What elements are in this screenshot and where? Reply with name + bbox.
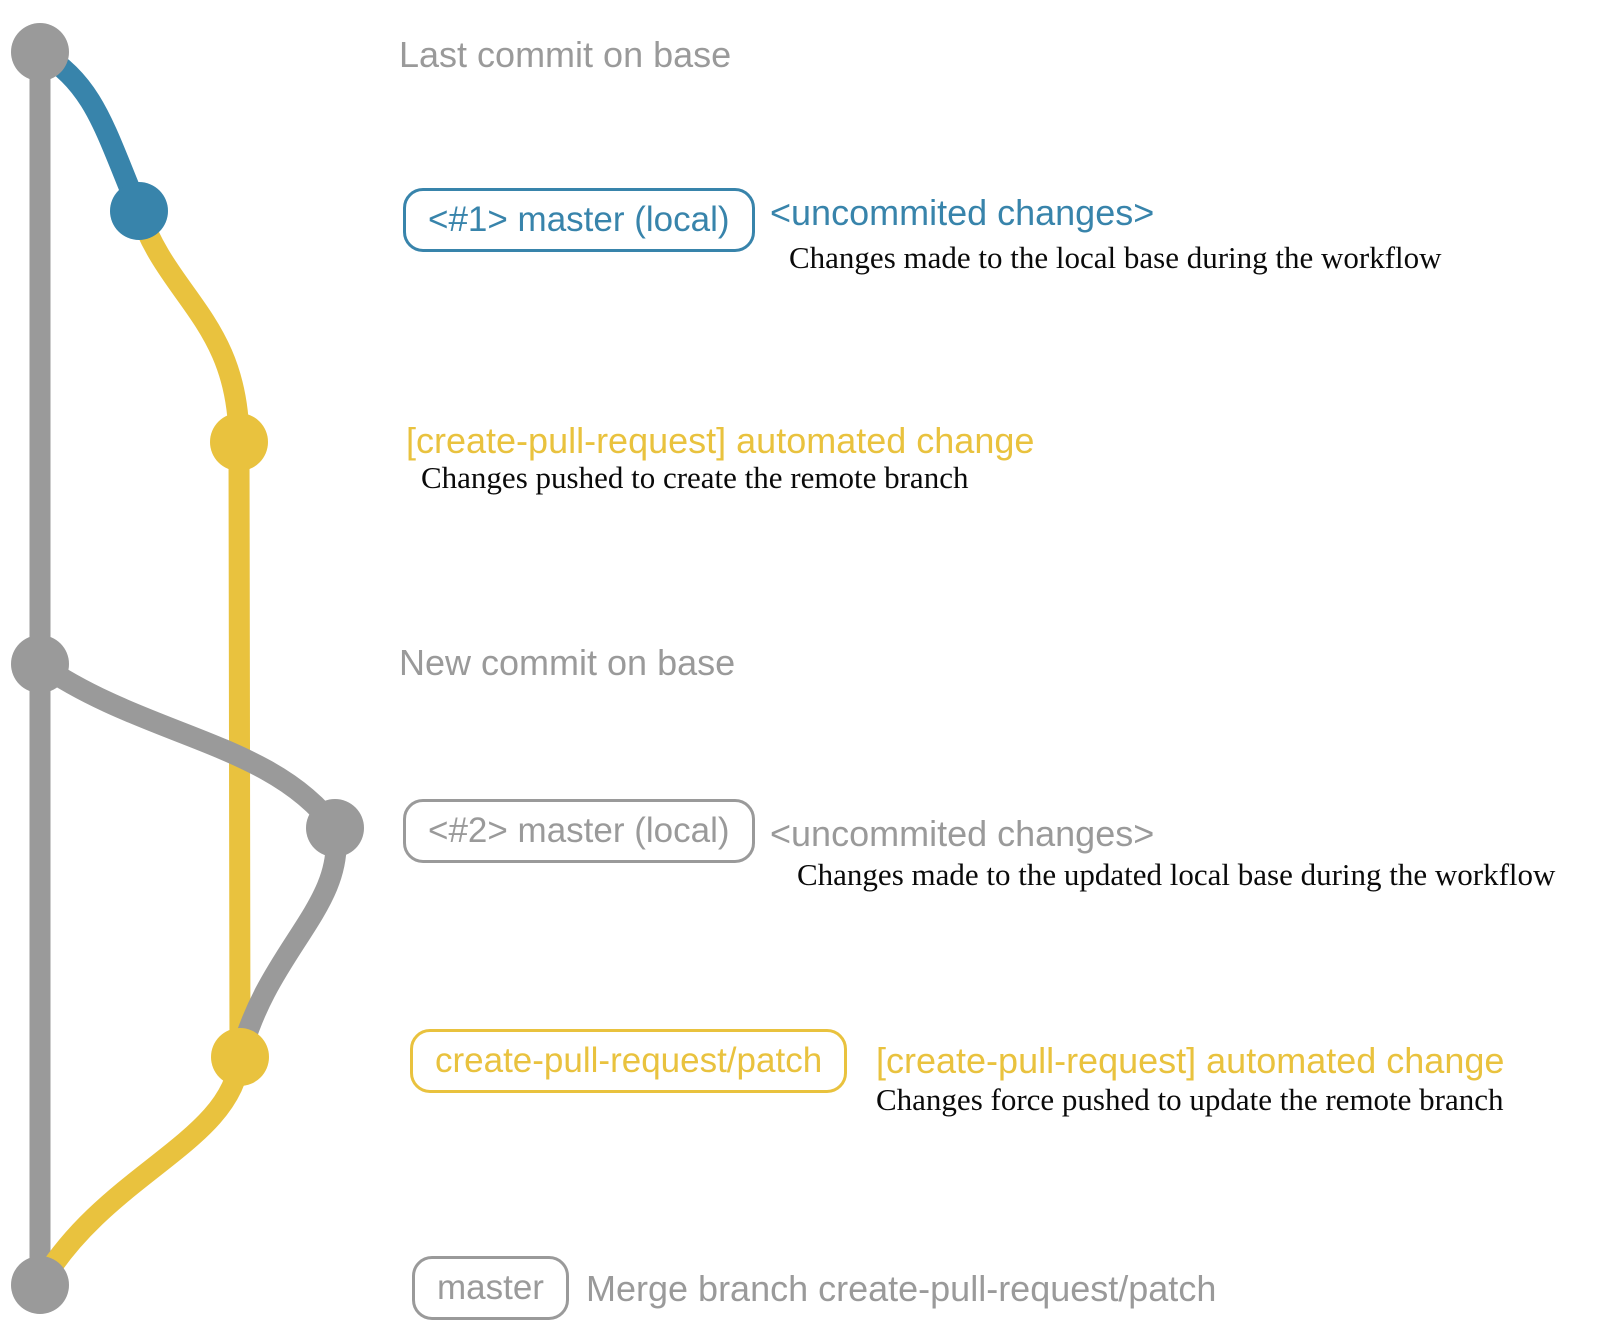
local-changes-2-caption: Changes made to the updated local base d… <box>797 857 1556 892</box>
create-pull-request-patch-branch-badge: create-pull-request/patch <box>410 1029 848 1093</box>
local-1-to-remote-1 <box>128 200 250 453</box>
new-commit-on-base-label: New commit on base <box>399 642 736 683</box>
remote-2-to-merge <box>31 1046 251 1293</box>
automated-change-2-label: [create-pull-request] automated change <box>876 1040 1505 1081</box>
push-create-remote-caption: Changes pushed to create the remote bran… <box>421 460 969 495</box>
master-local-2-branch-badge: <#2> master (local) <box>403 799 755 863</box>
local-master-2-node <box>306 799 364 857</box>
last-commit-on-base-label: Last commit on base <box>399 34 732 75</box>
remote-branch-2-node <box>211 1028 269 1086</box>
uncommited-changes-2-label: <uncommited changes> <box>770 813 1155 854</box>
local-master-1-node <box>110 182 168 240</box>
force-push-remote-caption: Changes force pushed to update the remot… <box>876 1082 1504 1117</box>
last-commit-on-base-node <box>11 23 69 81</box>
uncommited-changes-1-label: <uncommited changes> <box>770 192 1155 233</box>
master-branch-badge: master <box>412 1256 569 1320</box>
new-commit-on-base-node <box>11 635 69 693</box>
remote-branch-1-node <box>210 413 268 471</box>
merge-branch-label: Merge branch create-pull-request/patch <box>586 1268 1217 1309</box>
local-changes-1-caption: Changes made to the local base during th… <box>789 240 1442 275</box>
automated-change-1-label: [create-pull-request] automated change <box>406 420 1035 461</box>
local-2-to-remote-2 <box>229 817 347 1068</box>
master-local-1-branch-badge: <#1> master (local) <box>403 188 755 252</box>
merge-commit-node <box>11 1256 69 1314</box>
base-to-local-2 <box>29 653 346 839</box>
